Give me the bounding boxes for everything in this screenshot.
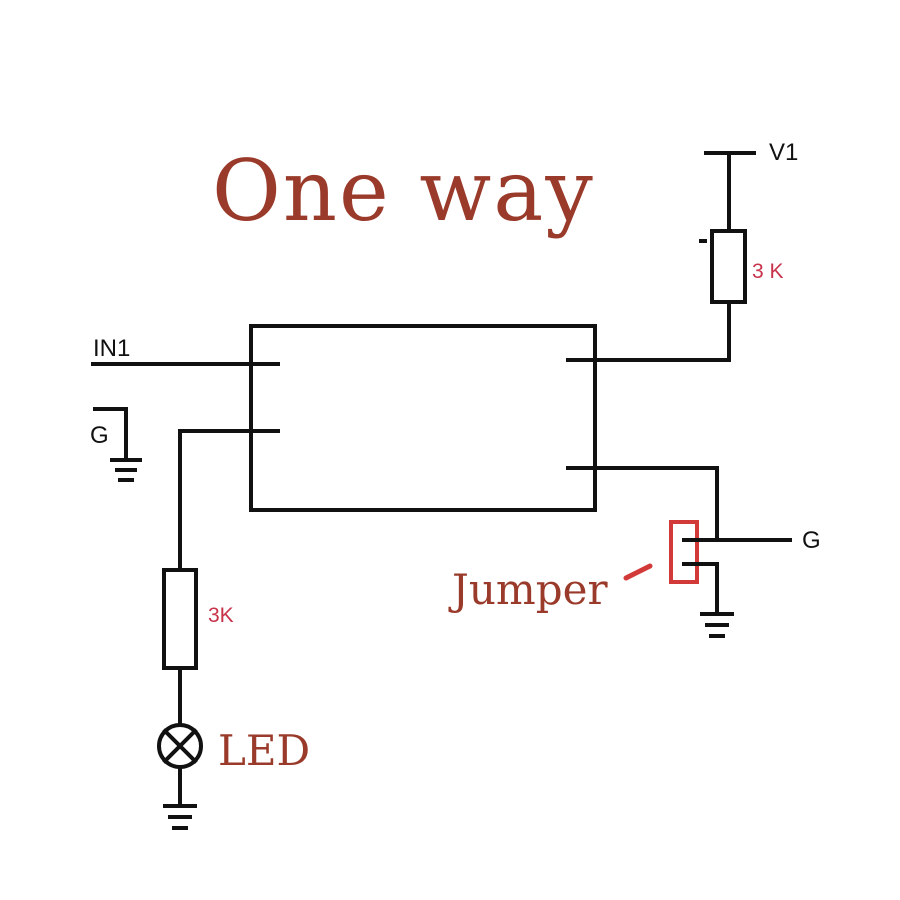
led-lamp-icon xyxy=(157,723,203,769)
label-jumper: Jumper xyxy=(448,565,608,614)
resistor-bottom xyxy=(162,568,198,670)
label-in1: IN1 xyxy=(93,335,130,362)
module-box xyxy=(249,324,597,512)
wire-led-branch xyxy=(178,429,253,572)
resistor-top-value: 3 K xyxy=(752,260,784,283)
ground-symbol-led xyxy=(163,804,197,830)
resistor-bottom-value: 3K xyxy=(208,604,234,627)
jumper-pin-lower xyxy=(682,562,719,614)
label-g-right: G xyxy=(802,527,821,554)
resistor-top xyxy=(710,229,747,304)
wire-resistor-to-output xyxy=(593,300,731,362)
wire-output-to-g xyxy=(593,466,792,542)
label-led: LED xyxy=(218,726,310,775)
ground-symbol-left xyxy=(93,407,142,482)
ground-symbol-right xyxy=(700,612,734,638)
label-v1: V1 xyxy=(769,139,798,166)
jumper-pointer xyxy=(623,563,653,581)
diagram-title: One way xyxy=(212,142,595,240)
label-g-left: G xyxy=(90,422,109,449)
jumper-outline xyxy=(669,520,699,584)
